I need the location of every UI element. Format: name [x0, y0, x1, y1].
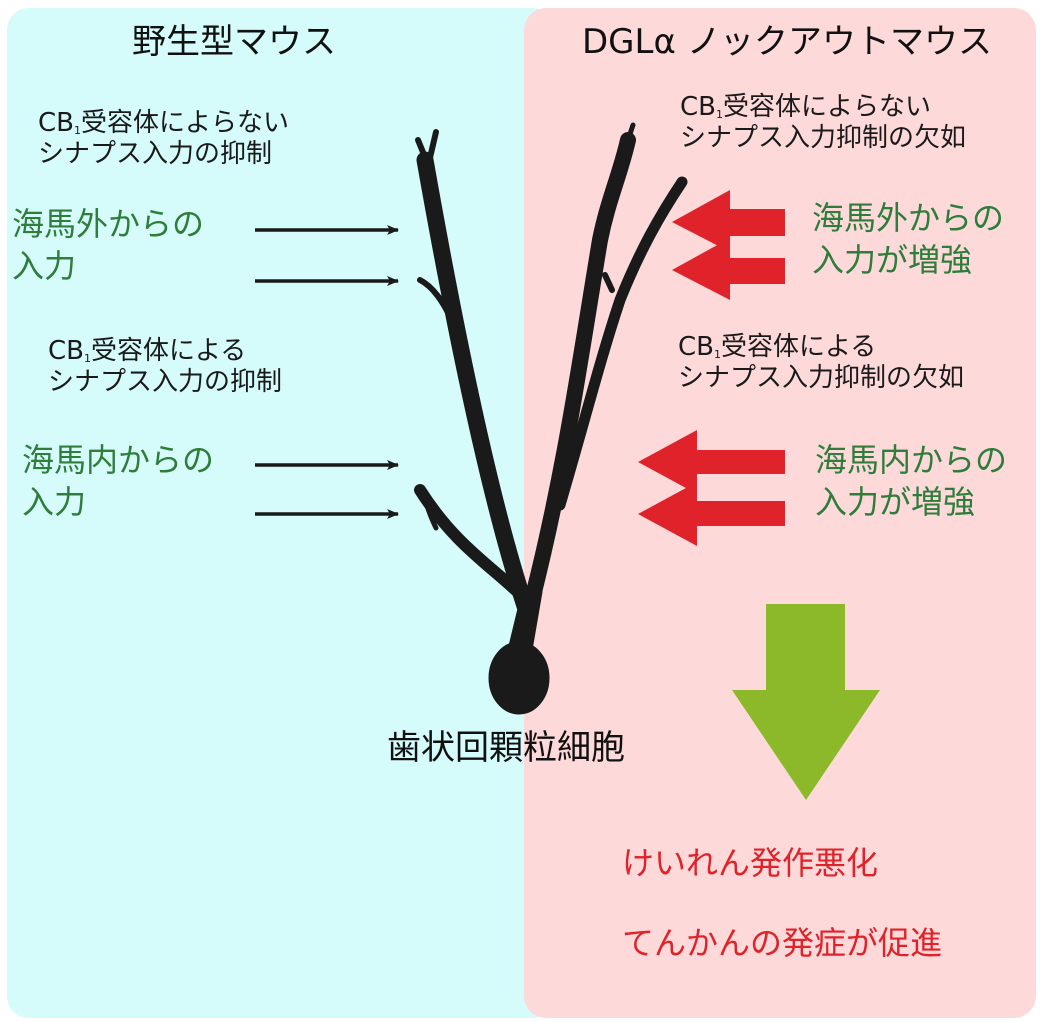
left-input-arrows: [255, 225, 399, 519]
left-label-cb-independent: CB1受容体によらない シナプス入力の抑制: [38, 108, 290, 170]
granule-cell-label: 歯状回顆粒細胞: [387, 728, 625, 768]
red-arrow-inside-2: [638, 482, 785, 546]
outcome-down-arrow: [732, 604, 880, 800]
outcome-seizure-worsening: けいれん発作悪化: [622, 844, 879, 882]
red-arrow-outside-2: [672, 238, 785, 300]
right-title: DGLα ノックアウトマウス: [582, 22, 993, 62]
left-title: 野生型マウス: [132, 22, 336, 62]
granule-cell-neuron: [414, 122, 688, 715]
dendrite-left-main: [416, 151, 534, 615]
dendrite-right-outer: [554, 176, 688, 511]
left-input-inside-label: 海馬内からの 入力: [22, 441, 215, 521]
right-label-cb-dependent: CB1受容体による シナプス入力抑制の欠如: [678, 332, 965, 394]
right-label-cb-independent: CB1受容体によらない シナプス入力抑制の欠如: [680, 92, 967, 154]
right-input-inside-label: 海馬内からの 入力が増強: [815, 441, 1008, 521]
right-input-outside-label: 海馬外からの 入力が増強: [812, 199, 1005, 279]
red-arrow-inside-1: [638, 430, 785, 494]
outcome-epilepsy-promoted: てんかんの発症が促進: [622, 924, 943, 962]
dendrite-right-main: [524, 132, 636, 608]
neuron-soma: [488, 641, 550, 715]
left-label-cb-dependent: CB1受容体による シナプス入力の抑制: [48, 336, 283, 398]
dendrite-left-lower: [414, 484, 528, 602]
red-arrow-outside-1: [672, 190, 785, 252]
left-input-outside-label: 海馬外からの 入力: [12, 205, 205, 285]
right-input-arrows: [638, 190, 785, 546]
